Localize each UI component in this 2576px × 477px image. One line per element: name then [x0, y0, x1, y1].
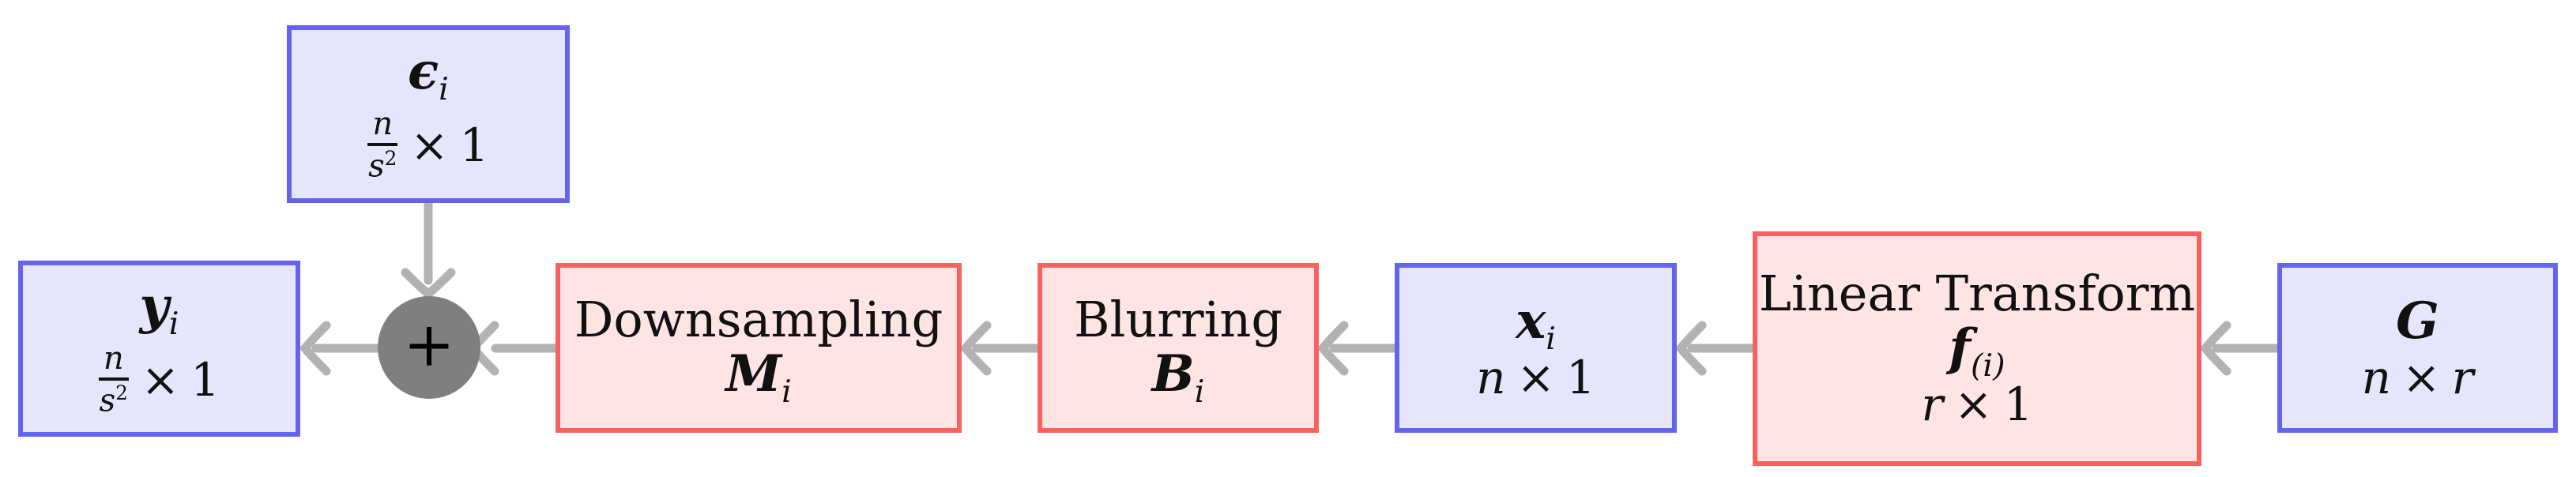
node-g-matrix: G n×r — [2277, 263, 2558, 433]
sum-node: + — [378, 296, 480, 399]
arrow-blurring-to-downsampling — [959, 321, 1042, 376]
arrow-linear-transform-to-x — [1674, 321, 1757, 376]
symbol-text: y — [139, 276, 169, 336]
plus-icon: + — [403, 310, 455, 381]
symbol-text: ϵ — [408, 42, 439, 102]
node-epsilon-noise: ϵi n s2 ×1 — [287, 25, 570, 203]
symbol-subscript: i — [1546, 320, 1556, 357]
arrowhead-left-icon — [1674, 321, 1707, 376]
arrow-sum-to-y — [299, 321, 385, 376]
node-symbol: Mi — [725, 344, 792, 408]
fraction-numerator: n — [98, 341, 129, 381]
node-symbol: xi — [1516, 291, 1556, 355]
fraction-numerator: n — [367, 107, 398, 147]
node-x-vector: xi n×1 — [1395, 263, 1677, 433]
arrow-downsampling-to-sum — [467, 321, 563, 376]
node-dimension: r×1 — [1921, 377, 2033, 432]
node-y-output: yi n s2 ×1 — [18, 261, 300, 437]
dimension-times: ×1 — [410, 118, 489, 172]
node-downsampling: Downsampling Mi — [555, 263, 962, 433]
dimension-fraction: n s2 — [367, 107, 398, 185]
arrowhead-down-icon — [401, 268, 456, 300]
node-symbol: yi — [139, 276, 179, 340]
arrow-epsilon-to-sum — [401, 198, 456, 300]
fraction-exponent: 2 — [384, 147, 397, 171]
node-title: Linear Transform — [1758, 265, 2196, 323]
symbol-subscript: i — [439, 71, 449, 108]
arrowhead-left-icon — [959, 321, 992, 376]
node-dimension: n s2 ×1 — [98, 341, 220, 419]
arrow-g-to-linear-transform — [2199, 321, 2282, 376]
symbol-subscript: i — [1194, 374, 1205, 411]
symbol-subscript: i — [781, 374, 792, 411]
fraction-denominator: s2 — [368, 147, 397, 185]
node-linear-transform: Linear Transform f(i) r×1 — [1753, 231, 2201, 466]
symbol-text: G — [2396, 291, 2439, 351]
arrowhead-left-icon — [2199, 321, 2231, 376]
node-title: Blurring — [1073, 291, 1283, 349]
node-symbol: f(i) — [1949, 318, 2005, 381]
fraction-denominator: s2 — [99, 381, 128, 419]
dimension-times: ×1 — [141, 352, 220, 407]
symbol-subscript: (i) — [1970, 347, 2005, 384]
fraction-exponent: 2 — [115, 381, 128, 405]
symbol-text: B — [1151, 344, 1195, 404]
symbol-text: f — [1949, 318, 1971, 378]
symbol-text: x — [1516, 291, 1546, 351]
node-dimension: n×1 — [1476, 350, 1595, 404]
arrow-x-to-blurring — [1316, 321, 1399, 376]
arrowhead-left-icon — [1316, 321, 1349, 376]
symbol-subscript: i — [168, 306, 179, 343]
node-symbol: G — [2396, 294, 2439, 348]
node-title: Downsampling — [574, 291, 943, 349]
dimension-fraction: n s2 — [98, 341, 129, 419]
node-blurring: Blurring Bi — [1038, 263, 1319, 433]
node-symbol: ϵi — [408, 42, 449, 105]
node-symbol: Bi — [1151, 344, 1205, 408]
node-dimension: n s2 ×1 — [367, 107, 489, 185]
arrowhead-left-icon — [299, 321, 331, 376]
node-dimension: n×r — [2361, 350, 2474, 404]
symbol-text: M — [725, 344, 782, 404]
